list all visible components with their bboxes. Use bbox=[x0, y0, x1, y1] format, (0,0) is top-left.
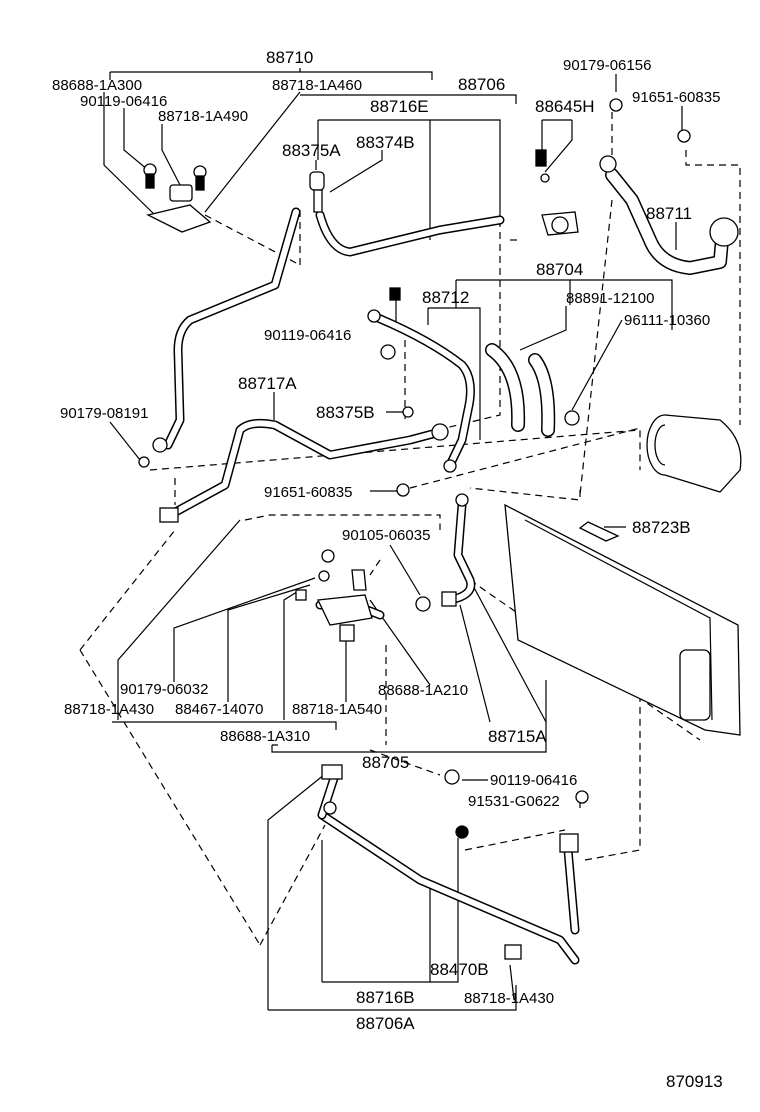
label-88704: 88704 bbox=[536, 260, 583, 279]
clamp-88715a bbox=[441, 591, 457, 607]
label-88718-1a540: 88718-1A540 bbox=[292, 701, 382, 718]
marker-b-top bbox=[677, 129, 691, 143]
label-91651-60835-mid: 91651-60835 bbox=[264, 484, 352, 501]
clamp-96111 bbox=[564, 410, 580, 426]
label-88716b: 88716B bbox=[356, 988, 415, 1007]
grommet-88470b bbox=[455, 825, 469, 839]
valve-88375b bbox=[402, 406, 414, 418]
label-88711: 88711 bbox=[646, 204, 692, 223]
fitting-88711-upper bbox=[599, 155, 617, 173]
clamp-88718-1a430-b bbox=[504, 944, 522, 960]
label-88716e: 88716E bbox=[370, 97, 429, 116]
label-88706a: 88706A bbox=[356, 1014, 415, 1033]
label-88718-1a430-a: 88718-1A430 bbox=[64, 701, 154, 718]
figure-code: 870913 bbox=[666, 1072, 723, 1091]
label-88710: 88710 bbox=[266, 48, 313, 67]
valve-cap-88375b bbox=[380, 344, 396, 360]
label-88470b: 88470B bbox=[430, 960, 489, 979]
bolt-91531-g0622 bbox=[575, 790, 589, 804]
label-88375b: 88375B bbox=[316, 403, 375, 422]
label-88467-14070: 88467-14070 bbox=[175, 701, 263, 718]
bracket-lower-right bbox=[559, 833, 579, 853]
fitting-88716b bbox=[323, 801, 337, 815]
label-88688-1a310: 88688-1A310 bbox=[220, 728, 310, 745]
bolt-90119-06416-b bbox=[389, 287, 401, 301]
switch-bracket bbox=[143, 163, 212, 233]
components bbox=[138, 98, 742, 960]
muffler-88711 bbox=[709, 217, 739, 247]
label-88715a: 88715A bbox=[488, 727, 547, 746]
fitting-88715a-top bbox=[455, 493, 469, 507]
fitting-upper-right bbox=[541, 211, 579, 236]
label-88717a: 88717A bbox=[238, 374, 297, 393]
label-88718-1a430-b: 88718-1A430 bbox=[464, 990, 554, 1007]
switch-88645h bbox=[535, 149, 550, 183]
label-91531-g0622: 91531-G0622 bbox=[468, 793, 560, 810]
label-88706: 88706 bbox=[458, 75, 505, 94]
label-88688-1a210: 88688-1A210 bbox=[378, 682, 468, 699]
bolt-90119-06416-c bbox=[444, 769, 460, 785]
fitting-88712-lower bbox=[431, 423, 449, 441]
label-88891-12100: 88891-12100 bbox=[566, 290, 654, 307]
label-88375a: 88375A bbox=[282, 141, 341, 160]
nut-90179-06156 bbox=[609, 98, 623, 112]
label-88723b: 88723B bbox=[632, 518, 691, 537]
label-90119-06416-a: 90119-06416 bbox=[80, 93, 167, 110]
label-90119-06416-b: 90119-06416 bbox=[264, 327, 351, 344]
label-88712: 88712 bbox=[422, 288, 469, 307]
label-plate-88723b bbox=[578, 521, 620, 542]
leader-lines bbox=[103, 68, 683, 1011]
fitting-lower-left bbox=[152, 437, 168, 453]
label-88705: 88705 bbox=[362, 753, 409, 772]
bolt-90105-06035 bbox=[415, 596, 431, 612]
label-90179-06032: 90179-06032 bbox=[120, 681, 208, 698]
label-96111-10360: 96111-10360 bbox=[624, 312, 710, 329]
label-88718-1a490: 88718-1A490 bbox=[158, 108, 248, 125]
mount-bracket bbox=[295, 549, 373, 642]
label-90179-08191: 90179-08191 bbox=[60, 405, 148, 422]
service-valve-a bbox=[309, 171, 325, 213]
condenser bbox=[504, 503, 741, 736]
label-90179-06156: 90179-06156 bbox=[563, 57, 651, 74]
label-90105-06035: 90105-06035 bbox=[342, 527, 430, 544]
compressor bbox=[646, 414, 742, 493]
nut-90179-08191 bbox=[138, 456, 150, 468]
label-91651-60835-top: 91651-60835 bbox=[632, 89, 720, 106]
fitting-88712-upper bbox=[367, 309, 381, 323]
label-90119-06416-c: 90119-06416 bbox=[490, 772, 577, 789]
marker-b-mid bbox=[396, 483, 410, 497]
label-88374b: 88374B bbox=[356, 133, 415, 152]
label-88718-1a460: 88718-1A460 bbox=[272, 77, 362, 94]
label-88688-1a300: 88688-1A300 bbox=[52, 77, 142, 94]
fitting-88706a-top bbox=[321, 764, 343, 780]
label-88645h: 88645H bbox=[535, 97, 595, 116]
clamp-88717a bbox=[159, 507, 179, 523]
fitting-88712-clamp bbox=[443, 459, 457, 473]
